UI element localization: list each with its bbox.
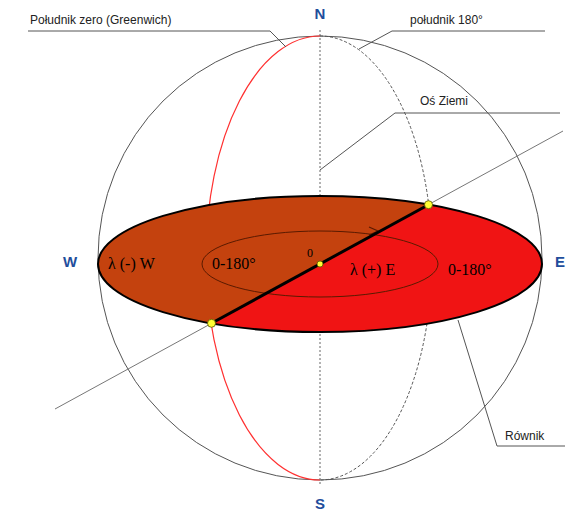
origin-label: 0 [307, 247, 313, 260]
longitude-label: λ (-) W [108, 255, 155, 273]
leader-line [359, 31, 545, 49]
center-dot [317, 261, 323, 267]
leader-line [28, 31, 286, 47]
longitude-circle [202, 231, 438, 297]
compass-letter: W [63, 254, 77, 271]
intersection-dot [208, 319, 216, 327]
leader-line [320, 113, 560, 170]
meridian-diameter [212, 205, 429, 324]
equator-plane-east [98, 196, 542, 332]
compass-letter: E [555, 254, 565, 271]
intersection-dot [425, 201, 433, 209]
longitude-label: λ (+) E [350, 261, 395, 279]
leader-line [458, 320, 565, 446]
range-label: 0-180° [448, 261, 492, 279]
compass-letter: N [315, 6, 326, 23]
equator-outline [98, 196, 542, 332]
leader-label: Południk zero (Greenwich) [30, 14, 171, 27]
leader-label: Równik [505, 430, 544, 443]
compass-letter: S [315, 496, 325, 513]
range-label: 0-180° [212, 255, 256, 273]
diameter-extension [55, 131, 563, 409]
equator-plane-west [98, 196, 542, 332]
leader-label: południk 180° [410, 14, 483, 27]
leader-label: Oś Ziemi [420, 95, 468, 108]
